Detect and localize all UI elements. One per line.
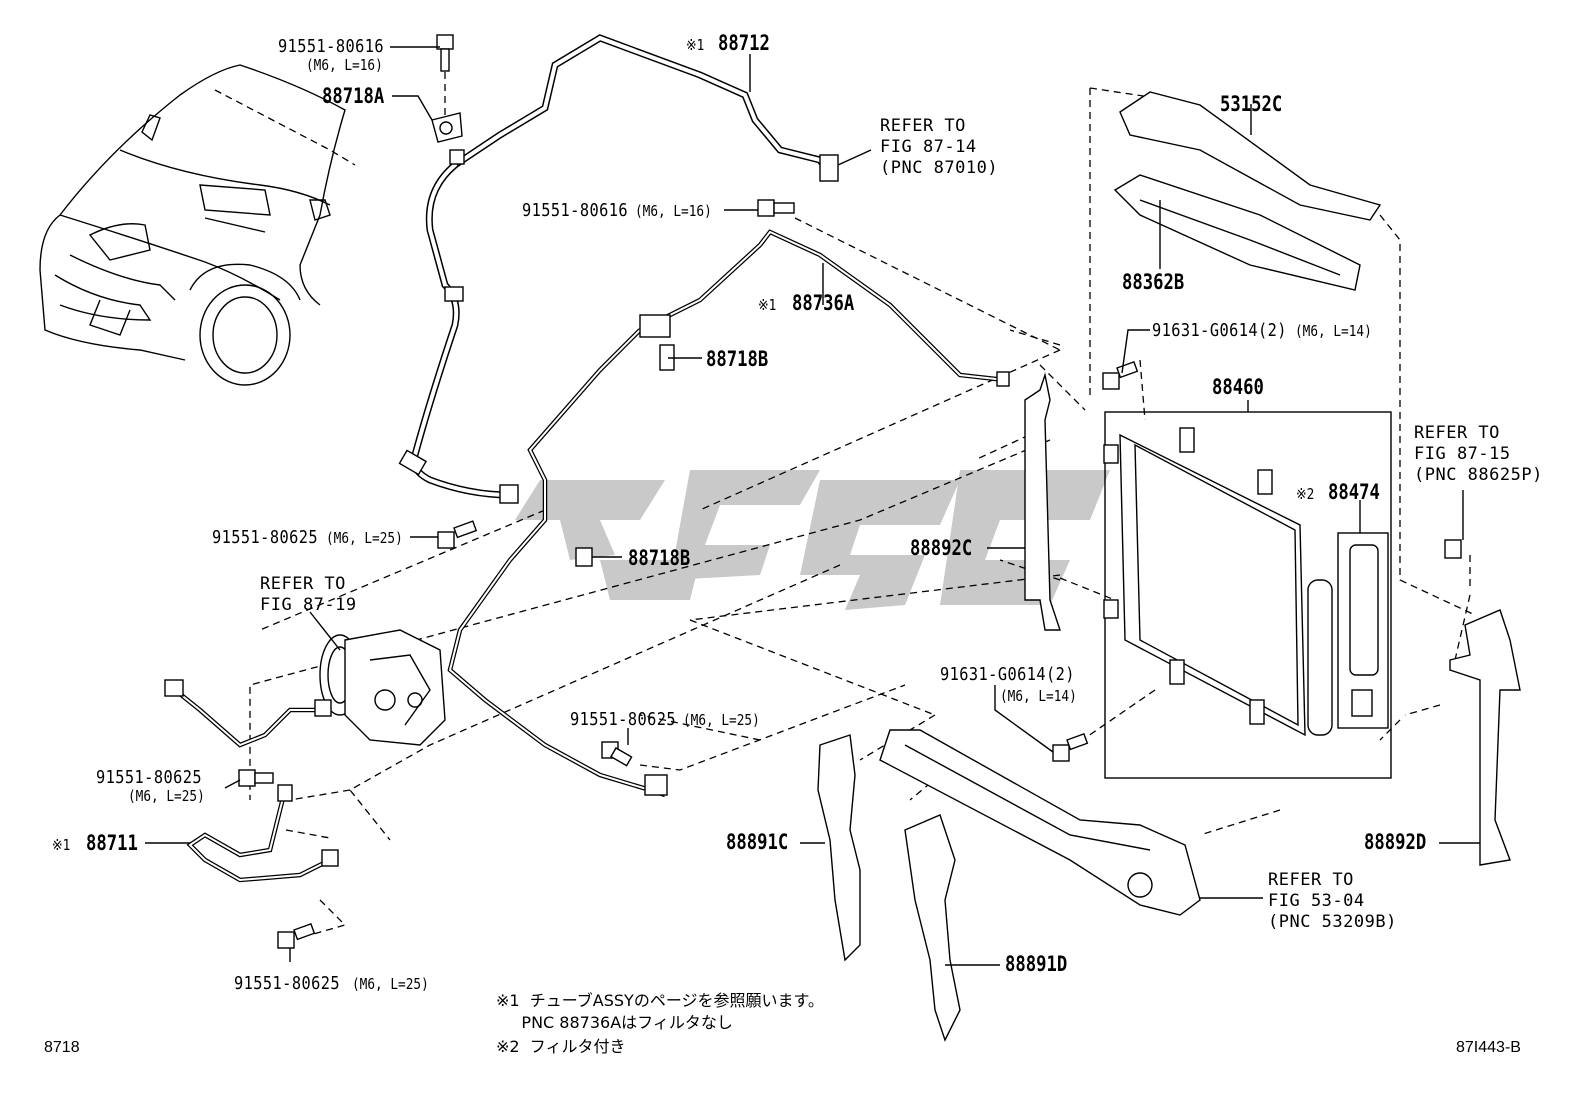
label-88892D: 88892D (1364, 830, 1427, 854)
filter-88474 (1337, 532, 1389, 729)
label-88891C: 88891C (726, 830, 789, 854)
label-88711: 88711 (86, 831, 138, 855)
label-91551-80625-b-spec: (M6, L=25) (683, 711, 760, 729)
label-91631-G0614-top: 91631-G0614(2) (1152, 320, 1287, 341)
label-88718A: 88718A (322, 84, 385, 108)
ref-fig-87-15: REFER TO FIG 87-15 (PNC 88625P) (1414, 423, 1543, 485)
condenser-88460 (1103, 427, 1333, 737)
watermark-logo (515, 470, 1110, 610)
label-88474: 88474 (1328, 480, 1380, 504)
pipe-88712 (398, 34, 839, 504)
label-88718B-lower: 88718B (628, 546, 691, 570)
label-91551-80625-d-spec: (M6, L=25) (352, 975, 429, 993)
label-91551-80616-top: 91551-80616 (278, 36, 385, 57)
ref-fig-53-04: REFER TO FIG 53-04 (PNC 53209B) (1268, 870, 1397, 932)
label-91551-80625-a: 91551-80625 (212, 527, 319, 548)
bracket-88892D (1449, 609, 1521, 866)
solid-leaders (145, 46, 1480, 966)
vehicle-illustration (39, 64, 346, 386)
seal-88891C (817, 734, 861, 962)
radiator-support (879, 729, 1201, 916)
label-91631-G0614-bottom-spec: (M6, L=14) (1000, 687, 1077, 705)
label-88712-mark: ※1 (686, 36, 705, 54)
label-88362B: 88362B (1122, 270, 1185, 294)
label-91551-80616-mid: 91551-80616 (522, 200, 629, 221)
label-91551-80625-a-spec: (M6, L=25) (326, 529, 403, 547)
label-53152C: 53152C (1220, 92, 1283, 116)
compressor-illustration (319, 629, 446, 746)
label-91551-80625-c: 91551-80625 (96, 767, 203, 788)
label-88712: 88712 (718, 31, 770, 55)
clamp-88718B-lower (575, 547, 593, 567)
hose-88711 (164, 679, 339, 883)
footnote-1: ※1 チューブASSYのページを参照願います。 PNC 88736Aはフィルタな… (496, 991, 824, 1032)
label-88718B-upper: 88718B (706, 347, 769, 371)
ref-fig-87-14: REFER TO FIG 87-14 (PNC 87010) (880, 116, 999, 178)
label-91551-80625-c-spec: (M6, L=25) (128, 787, 205, 805)
label-88474-mark: ※2 (1296, 485, 1315, 503)
label-88891D: 88891D (1005, 952, 1068, 976)
label-91551-80616-mid-spec: (M6, L=16) (635, 202, 712, 220)
leader-lines (214, 72, 1476, 936)
label-91551-80625-d: 91551-80625 (234, 973, 341, 994)
page-code-left: 8718 (44, 1039, 80, 1056)
label-88460: 88460 (1212, 375, 1264, 399)
label-88711-mark: ※1 (52, 836, 71, 854)
label-88736A: 88736A (792, 291, 855, 315)
label-91551-80625-b: 91551-80625 (570, 709, 677, 730)
ref-fig-87-19: REFER TO FIG 87-19 (260, 574, 357, 615)
seal-88362B (1113, 174, 1361, 291)
seal-53152C (1119, 91, 1382, 221)
footnote-2: ※2 フィルタ付き (496, 1037, 626, 1056)
label-88892C: 88892C (910, 536, 973, 560)
bolts (238, 34, 1462, 949)
page-code-right: 87I443-B (1456, 1039, 1521, 1056)
label-91631-G0614-bottom: 91631-G0614(2) (940, 664, 1075, 685)
seal-88891D (904, 814, 961, 1042)
label-91631-G0614-top-spec: (M6, L=14) (1295, 322, 1372, 340)
label-91551-80616-top-spec: (M6, L=16) (306, 56, 383, 74)
label-88736A-mark: ※1 (758, 296, 777, 314)
pipe-88736A (447, 229, 1010, 798)
clamp-88718A (431, 112, 463, 143)
bracket-88892C (1024, 372, 1061, 631)
